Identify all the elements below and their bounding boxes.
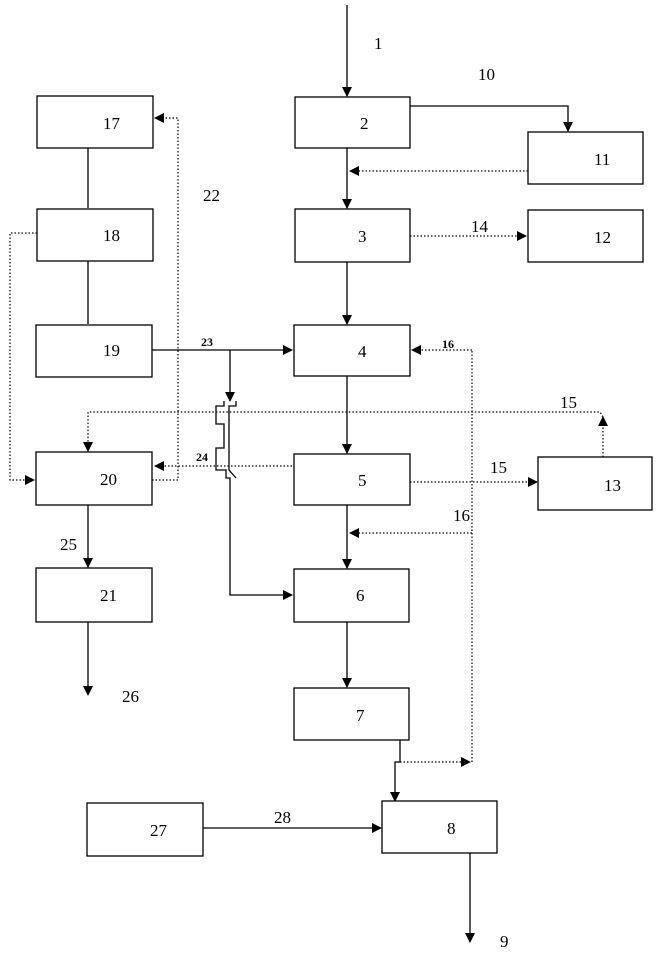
box-6-label: 6 [356,586,365,605]
box-4 [293,324,411,377]
box-21-label: 21 [100,586,117,605]
box-19-label: 19 [103,341,120,360]
arrow-18-to-20 [9,232,37,485]
stream-label-22: 22 [203,186,220,205]
arrow-2-to-11 [410,105,573,132]
stream-label-14: 14 [471,217,489,236]
arrow-13-to-20 [83,411,604,452]
box-17-label: 17 [103,114,121,133]
box-13 [537,456,653,511]
box-2 [294,96,411,149]
box-27-label: 27 [150,821,168,840]
pipe-to-6 [215,401,293,600]
arrow-20-to-17 [152,113,179,481]
box-27 [86,802,204,857]
stream-label-28: 28 [274,808,291,827]
box-12-label: 12 [594,228,611,247]
box-20-label: 20 [100,470,117,489]
stream-label-15-lower: 15 [490,458,507,477]
stream-label-24: 24 [196,450,208,464]
box-3 [294,208,411,263]
box-20 [35,451,153,506]
pipe-to-6-inner [228,401,237,479]
box-18 [36,208,154,262]
box-21 [35,567,153,623]
box-5 [293,453,411,506]
stream-label-10: 10 [478,65,495,84]
stream-label-9: 9 [500,932,509,951]
stream-label-26: 26 [122,687,139,706]
box-5-label: 5 [358,471,367,490]
stream-label-1: 1 [374,34,383,53]
box-8 [381,800,498,854]
stream-label-25: 25 [60,535,77,554]
box-7 [293,687,410,741]
box-6 [293,568,410,623]
arrow-7-to-8 [390,740,401,802]
box-8-label: 8 [447,819,456,838]
box-18-label: 18 [103,226,120,245]
stream-label-16-upper: 16 [442,337,454,351]
stream-label-15-upper: 15 [560,393,577,412]
box-13-label: 13 [604,476,621,495]
box-3-label: 3 [358,227,367,246]
box-17 [36,95,154,149]
box-2-label: 2 [360,114,369,133]
box-4-label: 4 [358,342,367,361]
box-11-label: 11 [594,150,610,169]
stream-label-16-lower: 16 [453,506,470,525]
box-7-label: 7 [356,706,365,725]
stream-label-23: 23 [201,335,213,349]
box-12 [527,209,644,263]
box-19 [35,324,153,378]
box-11 [527,131,644,185]
